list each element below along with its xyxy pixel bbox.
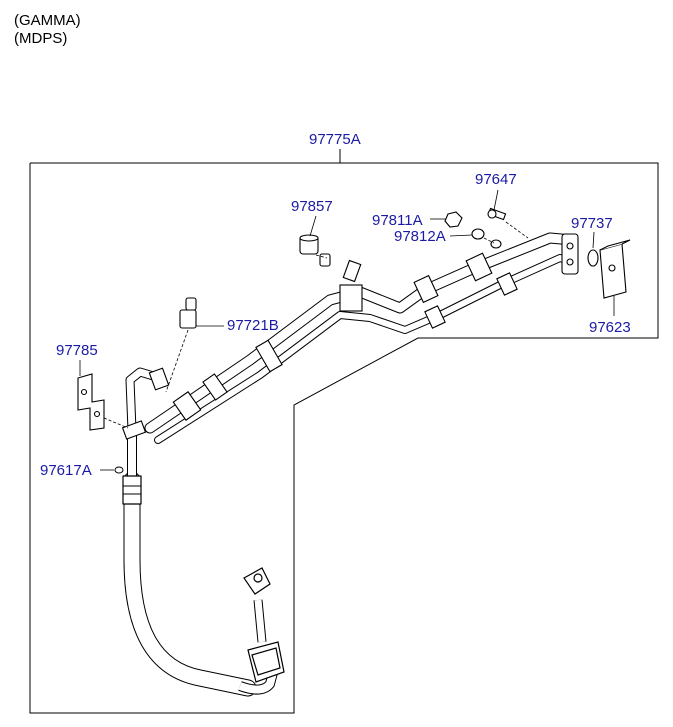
label-97737: 97737	[571, 215, 613, 232]
service-cap	[299, 234, 362, 283]
label-97812a: 97812A	[394, 228, 446, 245]
assembly-frame	[29, 162, 659, 714]
small-fasteners	[444, 207, 507, 249]
line-clamps	[121, 233, 579, 440]
label-97617a: 97617A	[40, 462, 92, 479]
label-97811a: 97811A	[372, 212, 423, 229]
label-97785: 97785	[56, 342, 98, 359]
leader-lines	[79, 189, 615, 471]
label-97857: 97857	[291, 198, 333, 215]
mounting-bracket	[77, 373, 105, 431]
label-97623: 97623	[589, 319, 631, 336]
label-97775a: 97775A	[309, 131, 361, 148]
o-ring-97617a	[114, 466, 124, 474]
label-97647: 97647	[475, 171, 517, 188]
pressure-switch	[179, 297, 197, 329]
suction-hose	[122, 425, 257, 697]
expansion-valve	[587, 239, 631, 299]
compressor-fitting	[238, 567, 285, 695]
liquid-lines	[125, 232, 578, 444]
variant-gamma: (GAMMA)	[14, 12, 81, 29]
variant-mdps: (MDPS)	[14, 30, 68, 47]
label-97721b: 97721B	[227, 317, 279, 334]
